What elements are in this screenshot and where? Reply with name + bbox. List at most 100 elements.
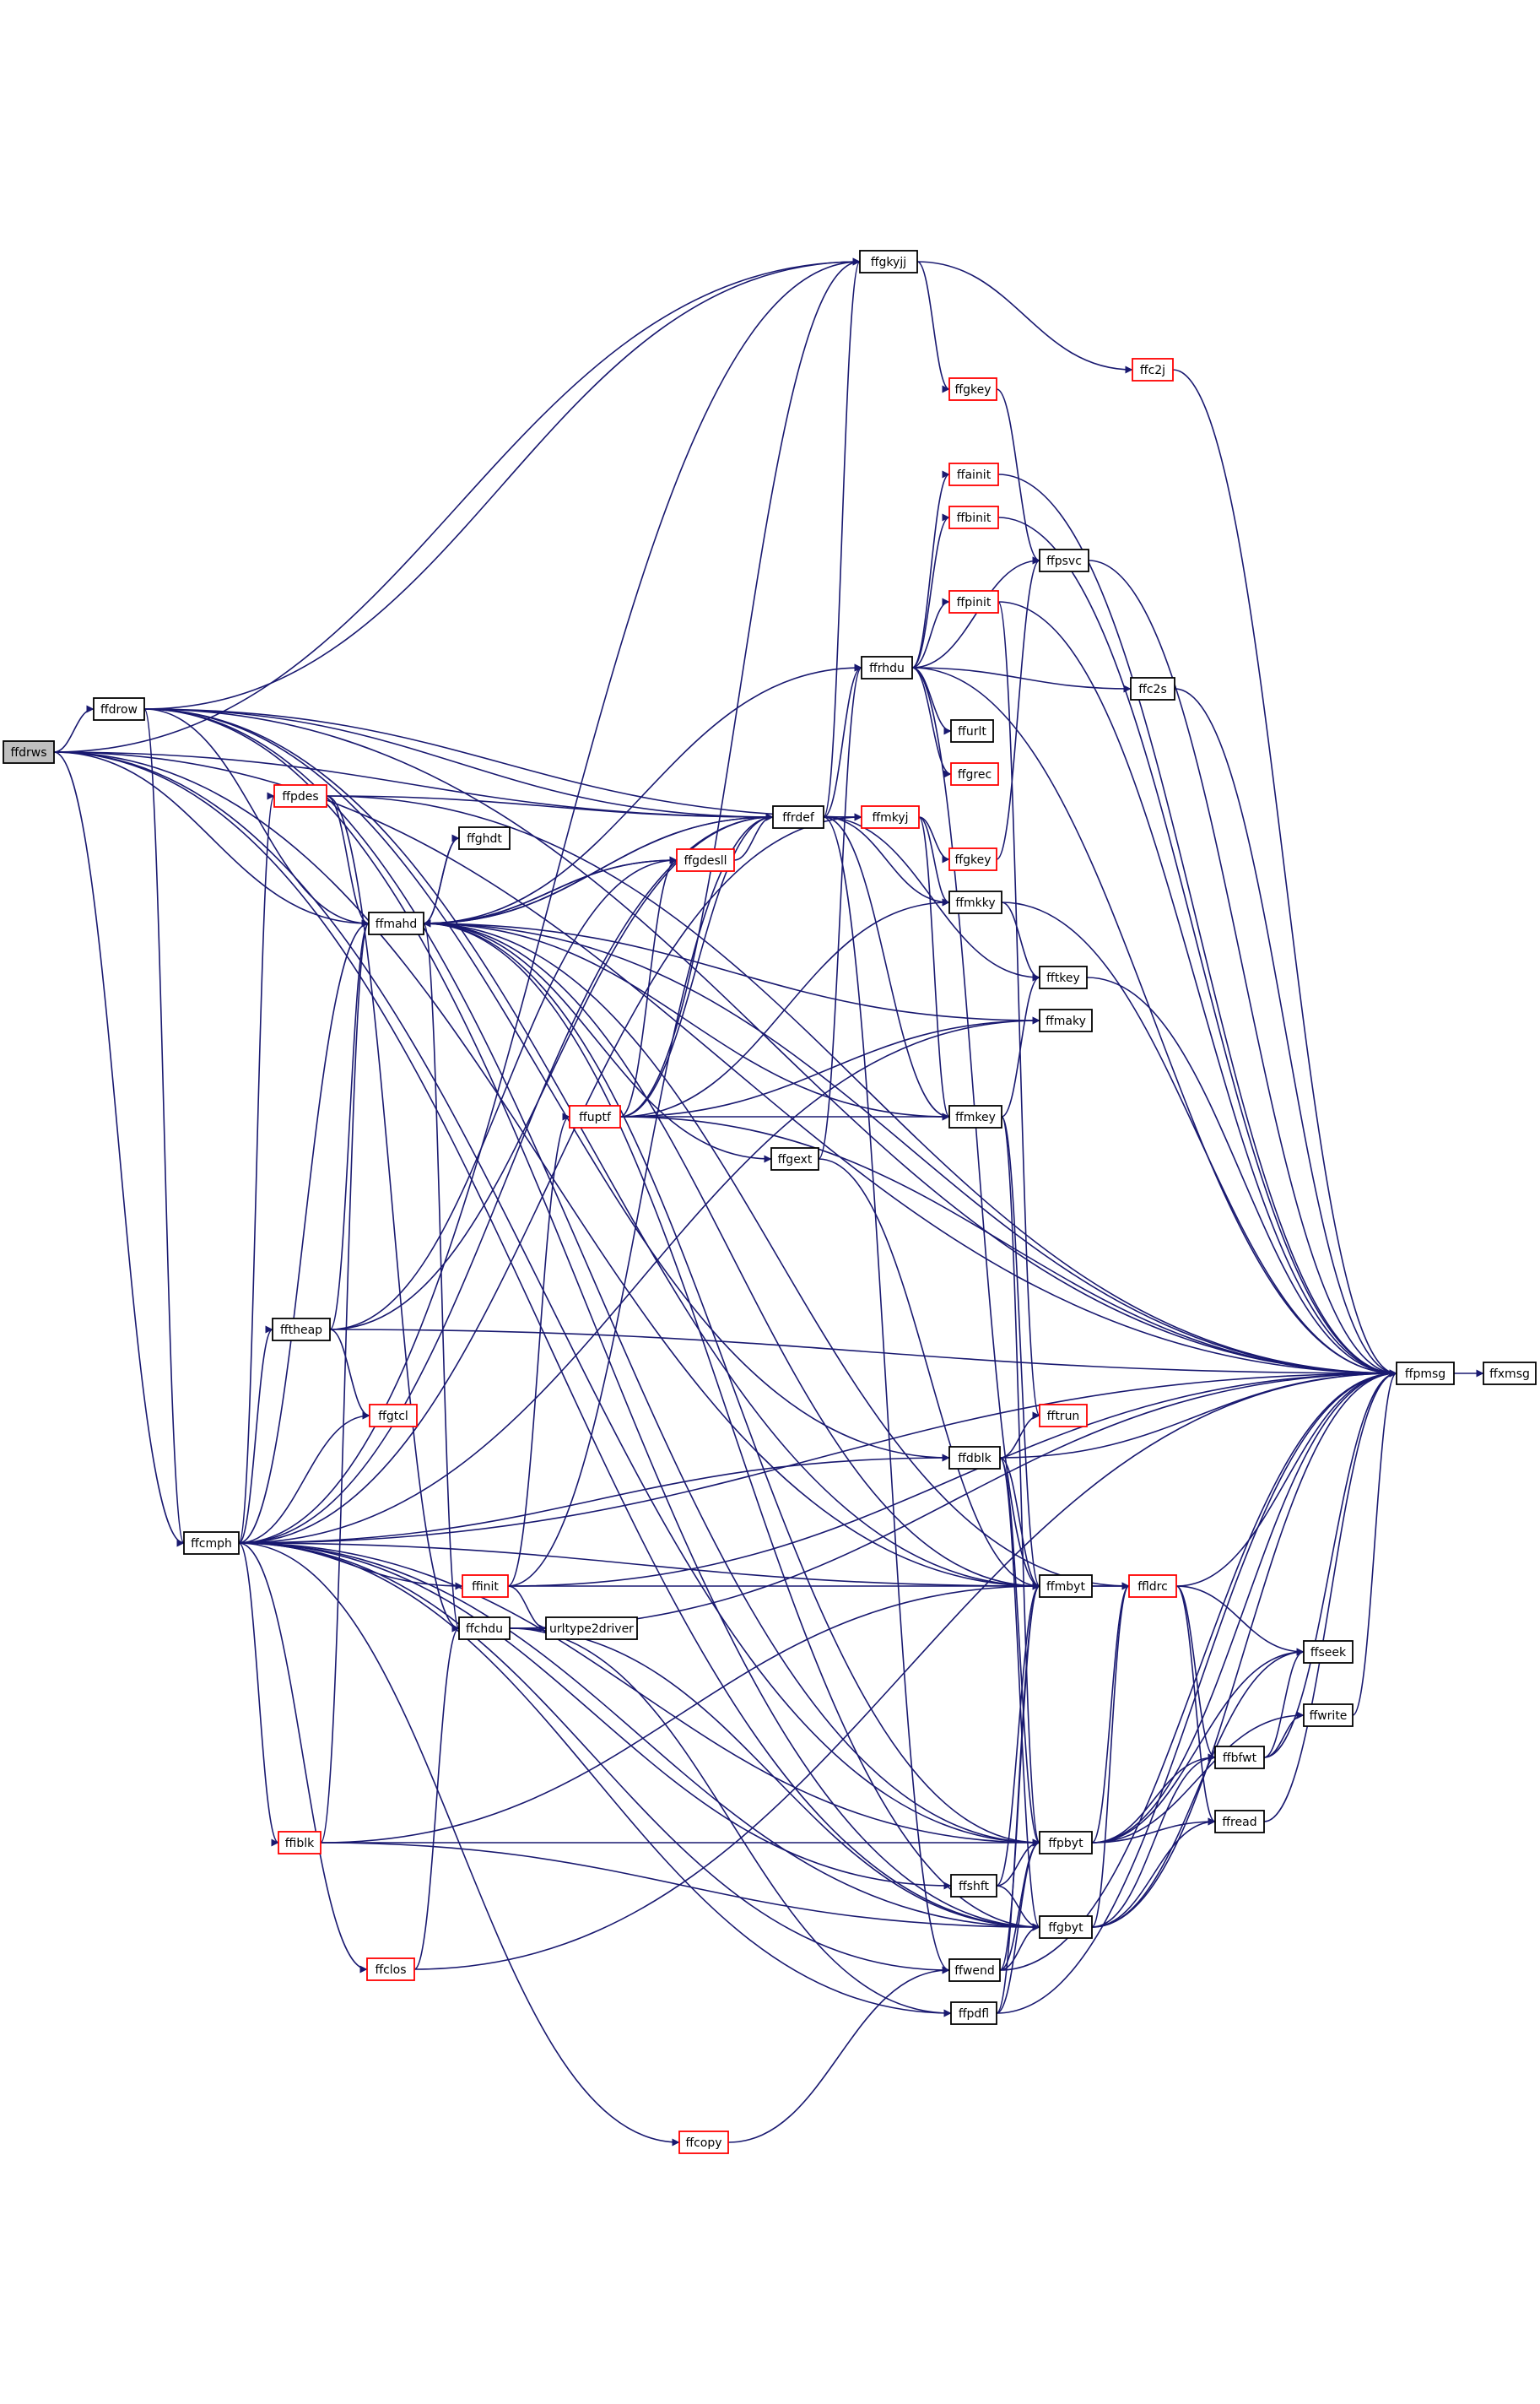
node-box-ffgdesll [676, 848, 735, 872]
call-edge-ffwrite-to-ffpmsg [1352, 1369, 1397, 1716]
node-fftheap[interactable]: fftheap [272, 1318, 331, 1341]
node-ffdblk[interactable]: ffdblk [948, 1446, 1001, 1470]
node-label-ffbinit: ffbinit [957, 512, 992, 525]
node-label-ffgext: ffgext [778, 1153, 813, 1167]
node-ffmahd[interactable]: ffmahd [368, 912, 424, 935]
node-ffgrec[interactable]: ffgrec [950, 762, 999, 786]
node-ffghdt[interactable]: ffghdt [458, 826, 511, 850]
node-ffcopy[interactable]: ffcopy [678, 2131, 729, 2154]
call-edge-ffuptf-to-ffrdef [619, 813, 774, 1118]
node-ffrhdu[interactable]: ffrhdu [861, 656, 913, 680]
node-label-ffwend: ffwend [954, 1964, 994, 1978]
node-box-ffpsvc [1039, 549, 1089, 572]
node-ffgtcl[interactable]: ffgtcl [369, 1404, 418, 1427]
node-label-ffldrc: ffldrc [1137, 1580, 1168, 1594]
node-box-ffmbyt [1039, 1574, 1093, 1598]
node-ffgext[interactable]: ffgext [770, 1147, 819, 1171]
node-ffpbyt[interactable]: ffpbyt [1039, 1831, 1093, 1854]
node-ffrdef[interactable]: ffrdef [772, 805, 824, 829]
call-edge-ffcmph-to-ffgkyjj [238, 257, 861, 1544]
node-ffuptf[interactable]: ffuptf [569, 1105, 621, 1129]
call-edge-ffcopy-to-ffwend [727, 1966, 950, 2143]
node-ffshft[interactable]: ffshft [950, 1874, 997, 1898]
node-label-ffseek: ffseek [1310, 1646, 1347, 1660]
node-ffclos[interactable]: ffclos [366, 1957, 415, 1981]
call-edge-ffmkey-to-ffpbyt [1001, 1116, 1040, 1847]
call-edge-ffmkey-to-fftkey [1001, 973, 1040, 1118]
node-ffpinit[interactable]: ffpinit [948, 590, 999, 614]
node-ffgkey2[interactable]: ffgkey [948, 847, 997, 871]
node-box-ffgbyt [1039, 1915, 1093, 1939]
call-edge-ffcmph-to-ffpmsg [238, 1369, 1397, 1544]
node-label-ffpbyt: ffpbyt [1048, 1837, 1083, 1850]
node-ffc2s[interactable]: ffc2s [1130, 677, 1175, 701]
node-box-ffc2j [1132, 358, 1174, 382]
call-edge-ffdrow-to-ffrdef [143, 708, 774, 821]
call-edge-ffrdef-to-ffmahd [423, 816, 774, 928]
node-ffgkyjj[interactable]: ffgkyjj [859, 250, 918, 273]
node-ffseek[interactable]: ffseek [1303, 1640, 1354, 1664]
node-ffchdu[interactable]: ffchdu [458, 1616, 511, 1640]
node-label-ffurlt: ffurlt [958, 725, 986, 739]
node-box-ffbinit [948, 506, 999, 529]
node-box-ffchdu [458, 1616, 511, 1640]
call-edge-ffdrow-to-ffmbyt [143, 708, 1040, 1590]
call-edge-ffmahd-to-ffchdu [423, 923, 460, 1632]
node-fftrun[interactable]: fftrun [1039, 1404, 1088, 1427]
node-ffiblk[interactable]: ffiblk [278, 1831, 322, 1854]
node-ffwend[interactable]: ffwend [948, 1958, 1001, 1982]
node-ffread[interactable]: ffread [1214, 1810, 1265, 1833]
node-label-ffgkey2: ffgkey [954, 853, 991, 867]
node-box-ffgext [770, 1147, 819, 1171]
node-ffmbyt[interactable]: ffmbyt [1039, 1574, 1093, 1598]
call-edge-ffclos-to-ffchdu [413, 1624, 460, 1970]
node-ffgdesll[interactable]: ffgdesll [676, 848, 735, 872]
node-ffainit[interactable]: ffainit [948, 463, 999, 486]
node-label-ffpinit: ffpinit [957, 596, 992, 609]
node-ffpsvc[interactable]: ffpsvc [1039, 549, 1089, 572]
node-box-ffgkey2 [948, 847, 997, 871]
node-ffbinit[interactable]: ffbinit [948, 506, 999, 529]
call-edge-ffuptf-to-ffgkyjj [619, 257, 861, 1118]
node-label-ffpdes: ffpdes [282, 790, 318, 804]
node-ffdrow[interactable]: ffdrow [93, 697, 145, 721]
node-ffurlt[interactable]: ffurlt [950, 719, 994, 743]
node-box-ffshft [950, 1874, 997, 1898]
node-fftkey[interactable]: fftkey [1039, 966, 1088, 989]
call-edge-ffdrws-to-ffmbyt [53, 751, 1040, 1590]
node-ffmaky[interactable]: ffmaky [1039, 1009, 1093, 1032]
call-edge-ffrdef-to-ffwend [823, 816, 950, 1974]
node-ffldrc[interactable]: ffldrc [1128, 1574, 1177, 1598]
node-urltype2driver[interactable]: urltype2driver [545, 1616, 638, 1640]
node-ffmkyj[interactable]: ffmkyj [861, 805, 920, 829]
node-box-ffpbyt [1039, 1831, 1093, 1854]
node-ffbfwt[interactable]: ffbfwt [1214, 1746, 1265, 1769]
node-ffpmsg[interactable]: ffpmsg [1396, 1362, 1455, 1385]
call-edge-ffgbyt-to-ffread [1091, 1817, 1216, 1928]
node-ffdrws: ffdrws [3, 740, 55, 764]
call-edge-ffc2s-to-ffpmsg [1174, 688, 1397, 1378]
call-edge-ffldrc-to-ffmahd [423, 919, 1130, 1587]
node-box-ffiblk [278, 1831, 322, 1854]
node-ffpdfl[interactable]: ffpdfl [950, 2001, 997, 2025]
call-edge-ffldrc-to-ffbfwt [1175, 1585, 1216, 1762]
call-edge-ffrhdu-to-ffpinit [911, 598, 950, 669]
node-ffinit[interactable]: ffinit [462, 1574, 509, 1598]
call-edge-ffrdef-to-ffrhdu [823, 663, 862, 818]
call-edge-ffchdu-to-ffpmsg [509, 1369, 1397, 1629]
call-edge-ffclos-to-ffpmsg [413, 1369, 1397, 1970]
node-ffgkey1[interactable]: ffgkey [948, 377, 997, 401]
node-ffgbyt[interactable]: ffgbyt [1039, 1915, 1093, 1939]
node-ffc2j[interactable]: ffc2j [1132, 358, 1174, 382]
node-ffmkky[interactable]: ffmkky [948, 891, 1002, 914]
call-edge-ffmkey-to-ffmahd [423, 919, 950, 1118]
call-edge-ffwend-to-ffpmsg [999, 1369, 1397, 1971]
node-ffxmsg[interactable]: ffxmsg [1483, 1362, 1537, 1385]
node-ffcmph[interactable]: ffcmph [183, 1531, 240, 1555]
node-ffpdes[interactable]: ffpdes [273, 784, 327, 808]
call-edge-ffcmph-to-ffgtcl [238, 1411, 370, 1544]
node-ffmkey[interactable]: ffmkey [948, 1105, 1002, 1129]
call-edge-ffdrws-to-ffmahd [53, 751, 370, 928]
node-ffwrite[interactable]: ffwrite [1303, 1703, 1354, 1727]
call-edge-ffgkyjj-to-ffc2j [916, 261, 1133, 374]
